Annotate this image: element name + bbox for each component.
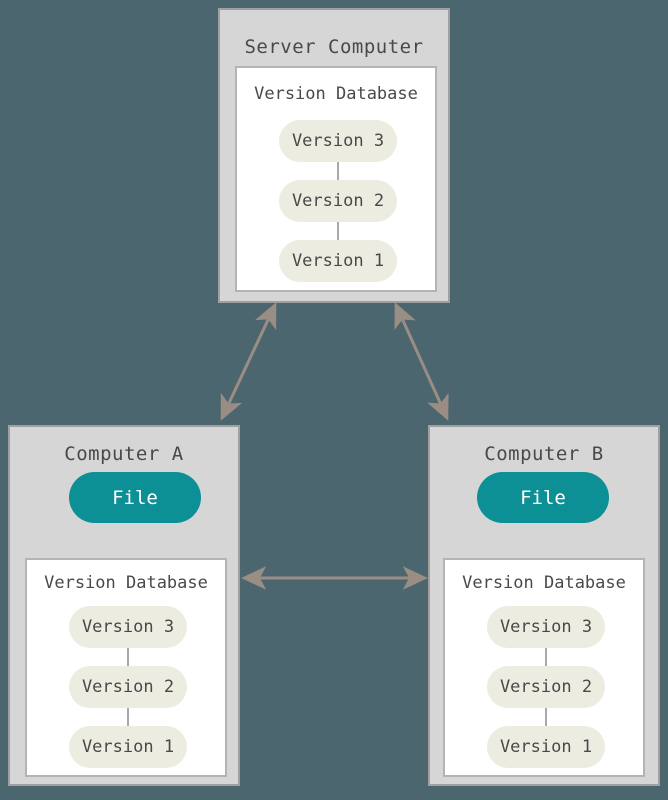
computer-b-file-label: File <box>520 486 566 509</box>
computer-b-box[interactable]: Computer B File Version Database Version… <box>428 425 660 786</box>
computer-b-version-1-pill[interactable]: Version 1 <box>487 726 605 768</box>
computer-a-version-connector-2-1 <box>127 708 129 726</box>
server-version-database-box[interactable]: Version Database Version 3 Version 2 Ver… <box>235 66 437 292</box>
computer-a-version-database-title: Version Database <box>44 573 208 593</box>
computer-a-version-3-pill[interactable]: Version 3 <box>69 606 187 648</box>
server-version-connector-2-1 <box>337 222 339 240</box>
computer-a-version-2-label: Version 2 <box>81 677 175 697</box>
computer-b-version-2-label: Version 2 <box>499 677 593 697</box>
computer-a-version-1-label: Version 1 <box>81 737 175 757</box>
server-computer-box[interactable]: Server Computer Version Database Version… <box>218 8 450 303</box>
computer-a-file-pill[interactable]: File <box>69 472 201 523</box>
computer-a-version-connector-3-2 <box>127 648 129 666</box>
server-version-database-title: Version Database <box>254 84 418 104</box>
computer-b-version-1-label: Version 1 <box>499 737 593 757</box>
server-version-3-label: Version 3 <box>291 131 385 151</box>
computer-b-version-2-pill[interactable]: Version 2 <box>487 666 605 708</box>
arrow-server-to-computer-a <box>220 302 277 421</box>
computer-b-version-3-pill[interactable]: Version 3 <box>487 606 605 648</box>
server-version-3-pill[interactable]: Version 3 <box>279 120 397 162</box>
computer-b-title: Computer B <box>484 443 604 465</box>
server-version-1-pill[interactable]: Version 1 <box>279 240 397 282</box>
computer-a-version-3-label: Version 3 <box>81 617 175 637</box>
computer-a-version-1-pill[interactable]: Version 1 <box>69 726 187 768</box>
server-version-2-label: Version 2 <box>291 191 385 211</box>
server-version-2-pill[interactable]: Version 2 <box>279 180 397 222</box>
computer-b-version-database-box[interactable]: Version Database Version 3 Version 2 Ver… <box>443 558 645 777</box>
computer-b-version-3-label: Version 3 <box>499 617 593 637</box>
server-version-1-label: Version 1 <box>291 251 385 271</box>
computer-a-file-label: File <box>112 486 158 509</box>
computer-a-title: Computer A <box>64 443 184 465</box>
computer-b-version-database-title: Version Database <box>462 573 626 593</box>
arrow-server-to-computer-b <box>394 302 449 421</box>
computer-a-box[interactable]: Computer A File Version Database Version… <box>8 425 240 786</box>
server-computer-title: Server Computer <box>244 36 424 58</box>
server-version-connector-3-2 <box>337 162 339 180</box>
computer-b-version-connector-3-2 <box>545 648 547 666</box>
computer-b-version-connector-2-1 <box>545 708 547 726</box>
computer-a-version-2-pill[interactable]: Version 2 <box>69 666 187 708</box>
computer-b-file-pill[interactable]: File <box>477 472 609 523</box>
computer-a-version-database-box[interactable]: Version Database Version 3 Version 2 Ver… <box>25 558 227 777</box>
